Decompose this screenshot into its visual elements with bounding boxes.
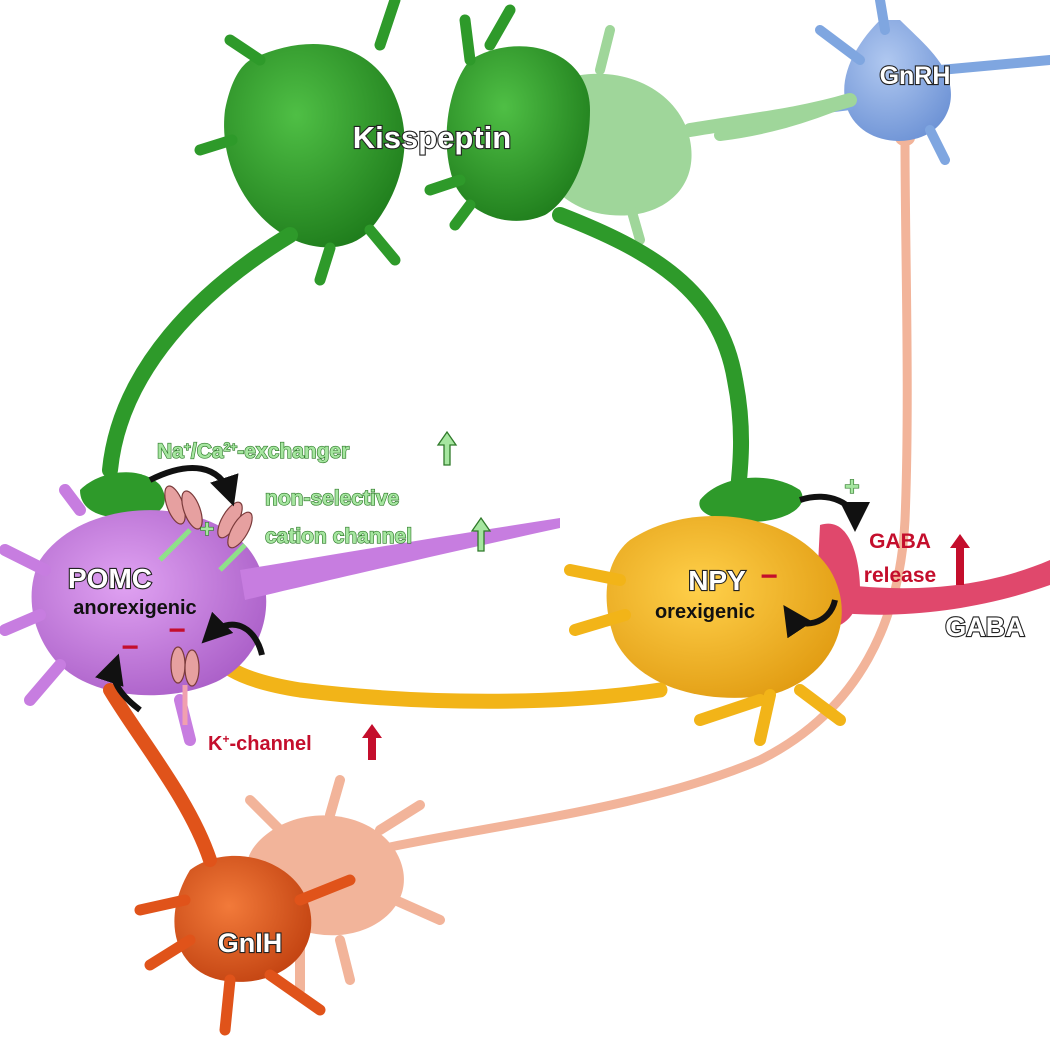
curved-black-arrow-icon [201,611,265,656]
curved-black-arrow-icon [95,653,142,713]
action-arrows [95,465,870,725]
exchanger-label: Na+/Ca2+-exchanger [157,440,349,463]
curved-black-arrow-icon [799,493,870,532]
minus-sign-pomc-2: − [121,631,139,664]
kisspeptin-neuron-left [80,0,405,519]
up-arrow-green-icon [436,430,458,466]
up-arrow-green-icon [470,516,492,552]
cation-channel-label-line1: non-selective [265,487,399,510]
up-arrow-red-icon [950,534,970,585]
gaba-release-label-line2: release [864,564,936,587]
cation-channel-label-line2: cation channel [265,525,412,548]
pomc-channels [164,485,253,687]
curved-black-arrow-icon [148,465,239,507]
gnih-label: GnIH [218,928,283,958]
stimulation-arrow-icon [218,543,247,572]
gaba-release-label-line1: GABA [869,530,931,553]
up-arrow-red-icon [362,724,382,760]
kisspeptin-neuron-right [424,4,803,522]
pomc-label: POMC [68,563,152,594]
gnrh-label: GnRH [880,62,951,90]
minus-sign-npy: − [760,560,778,593]
increase-arrows [362,430,970,760]
plus-sign-pomc: + [200,516,214,543]
npy-sublabel: orexigenic [655,601,755,623]
pomc-sublabel: anorexigenic [73,597,196,619]
npy-neuron [207,516,846,746]
plus-sign-npy: + [844,471,859,501]
minus-sign-pomc-1: − [168,614,186,647]
kisspeptin-label: Kisspeptin [353,120,511,155]
stimulation-arrow-icon [158,528,192,562]
npy-label: NPY [688,565,746,596]
k-channel-label: K+-channel [208,732,312,755]
curved-black-arrow-icon [783,599,838,639]
gnih-neuron [103,683,356,1036]
gaba-label: GABA [945,612,1025,642]
